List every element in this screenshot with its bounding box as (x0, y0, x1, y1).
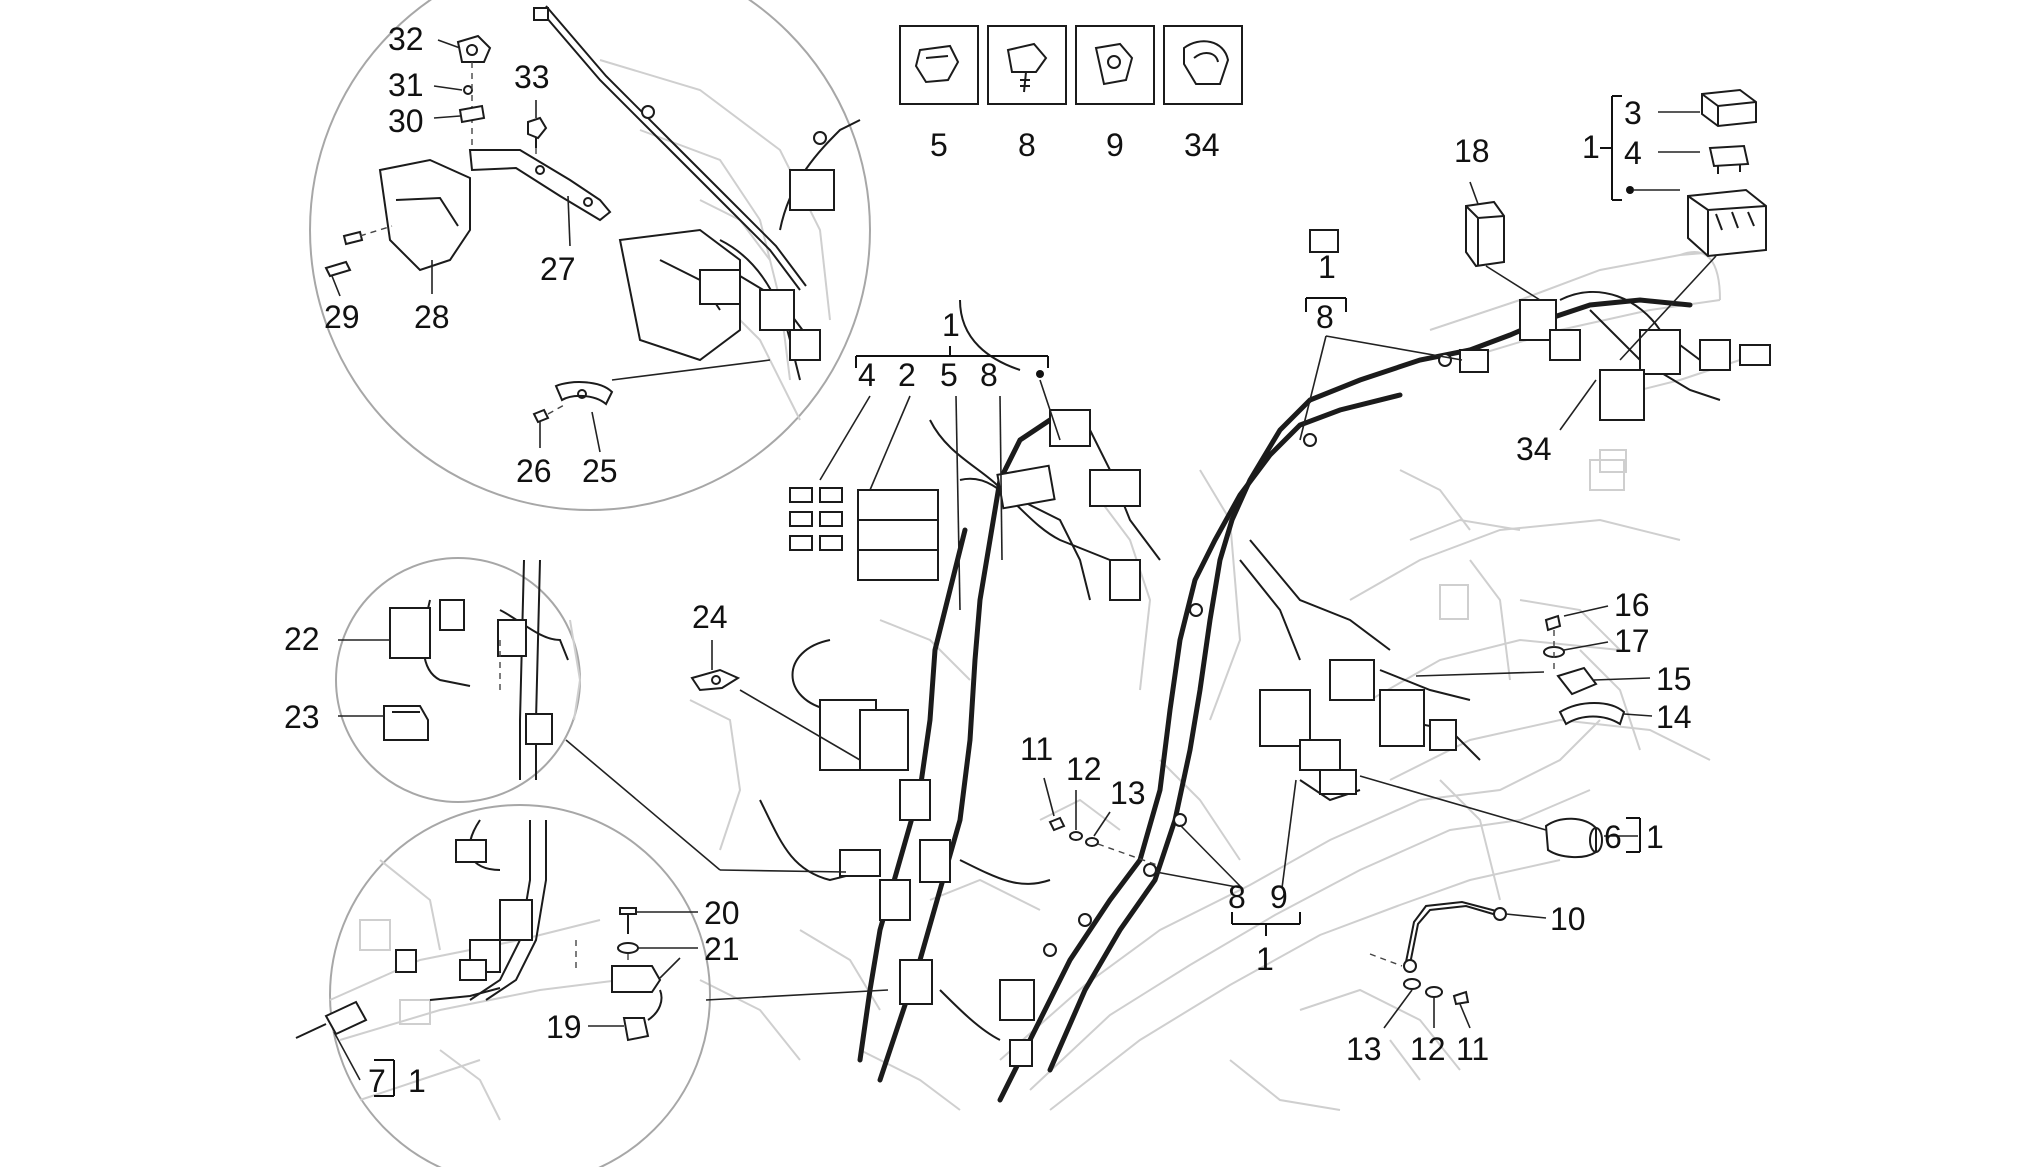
callout-25: 25 (582, 453, 618, 489)
callout-9-box: 9 (1106, 127, 1124, 163)
relay-set (857, 489, 939, 581)
parts-10-13-lead (1043, 777, 1547, 1029)
callout-9-bottom: 9 (1270, 879, 1288, 915)
callout-10: 10 (1550, 901, 1586, 937)
callout-34-box: 34 (1184, 127, 1220, 163)
callout-6-group: 1 (1646, 819, 1664, 855)
callout-13-lower: 13 (1346, 1031, 1382, 1067)
callout-5-box: 5 (930, 127, 948, 163)
callout-27: 27 (540, 251, 576, 287)
main-wiring-harness (759, 229, 1771, 1103)
callout-31: 31 (388, 67, 424, 103)
callout-12-lower: 12 (1410, 1031, 1446, 1067)
callout-26: 26 (516, 453, 552, 489)
callout-8-mid: 8 (1316, 299, 1334, 335)
callout-7: 7 (368, 1063, 386, 1099)
callout-14: 14 (1656, 699, 1692, 735)
callout-6: 6 (1604, 819, 1622, 855)
callout-23: 23 (284, 699, 320, 735)
detail-circle-sensor (335, 557, 847, 873)
bracket-group-top-center (789, 346, 1061, 611)
callout-20: 20 (704, 895, 740, 931)
callout-13-upper: 13 (1110, 775, 1146, 811)
callout-24: 24 (692, 599, 728, 635)
callout-1-bottom: 1 (1256, 941, 1274, 977)
scooter-frame-outline (689, 249, 1741, 1111)
fuse-set (789, 487, 843, 551)
callout-4-fuse: 4 (858, 357, 876, 393)
clip-boxes (899, 25, 1243, 105)
callout-29: 29 (324, 299, 360, 335)
callout-11-lower: 11 (1456, 1031, 1489, 1067)
part-24-bracket (690, 640, 861, 761)
bracket-group-bottom (1155, 779, 1301, 936)
callout-33: 33 (514, 59, 550, 95)
callout-30: 30 (388, 103, 424, 139)
bracket-group-mid (1299, 297, 1597, 441)
callout-8-clip: 8 (980, 357, 998, 393)
callout-labels: 32 31 30 33 27 29 28 26 25 22 23 20 21 1… (284, 21, 1692, 1099)
callout-4-right: 4 (1624, 135, 1642, 171)
callout-34-right: 34 (1516, 431, 1552, 467)
callout-21: 21 (704, 931, 740, 967)
bracket-group-relay (1465, 88, 1767, 361)
callout-32: 32 (388, 21, 424, 57)
detail-circle-stand-switch (295, 804, 889, 1167)
callout-19: 19 (546, 1009, 582, 1045)
bracket-group-6 (1359, 775, 1641, 858)
callout-1-mid: 1 (1318, 249, 1336, 285)
callout-28: 28 (414, 299, 450, 335)
callout-7-group: 1 (408, 1063, 426, 1099)
callout-2-relay: 2 (898, 357, 916, 393)
callout-18: 18 (1454, 133, 1490, 169)
callout-3: 3 (1624, 95, 1642, 131)
callout-22: 22 (284, 621, 320, 657)
callout-1-top-center: 1 (942, 307, 960, 343)
callout-8-bottom: 8 (1228, 879, 1246, 915)
callout-11-upper: 11 (1020, 731, 1053, 767)
callout-17: 17 (1614, 623, 1650, 659)
callout-16: 16 (1614, 587, 1650, 623)
callout-12-upper: 12 (1066, 751, 1102, 787)
callout-5-clip: 5 (940, 357, 958, 393)
detail-circle-handlebar (309, 0, 871, 511)
callout-8-box: 8 (1018, 127, 1036, 163)
callout-15: 15 (1656, 661, 1692, 697)
parts-14-17-clamp (1415, 605, 1653, 726)
callout-1-right: 1 (1582, 129, 1600, 165)
